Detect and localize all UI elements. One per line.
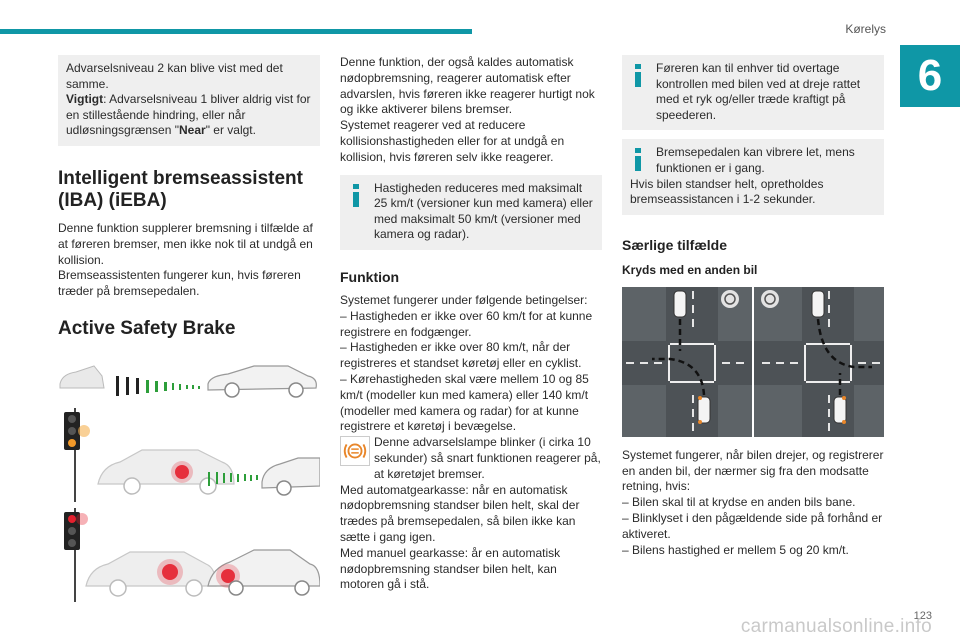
heading-active-safety-brake: Active Safety Brake [58, 317, 236, 339]
brake-warning-icon [340, 436, 370, 467]
info-box-override: Føreren kan til enhver tid overtage kont… [622, 55, 884, 131]
info-icon [635, 64, 641, 87]
column-right: Føreren kan til enhver tid overtage kont… [622, 55, 884, 558]
steering-wheel-icon [721, 289, 779, 308]
heading-kryds: Kryds med en anden bil [622, 262, 758, 277]
page-number: 123 [913, 610, 932, 622]
crossing-item-1: – Bilen skal til at krydse en anden bils… [622, 495, 856, 510]
illustration-intersection [622, 286, 884, 437]
crossing-item-3: – Bilens hastighed er mellem 5 og 20 km/… [622, 542, 849, 557]
column-left: Advarselsniveau 2 kan blive vist med det… [58, 55, 320, 602]
top-accent-bar [0, 29, 472, 34]
note-box: Advarselsniveau 2 kan blive vist med det… [58, 55, 320, 146]
iba-paragraph-1: Denne funktion supplerer bremsning i til… [58, 220, 313, 267]
car-icon [59, 365, 317, 398]
heading-iba: Intelligent bremseassistent (IBA) (iEBA) [58, 167, 303, 211]
info-icon [635, 148, 641, 172]
chapter-number: 6 [900, 45, 960, 107]
info-box-speed: Hastigheden reduceres med maksimalt 25 k… [340, 174, 602, 250]
info-icon [353, 183, 359, 207]
illustration-emergency-brake [58, 506, 320, 602]
illustration-distance-warning [58, 354, 320, 402]
watermark: carmanualsonline.info [740, 616, 932, 637]
warning-lamp-row: Denne advarselslampe blinker (i cirka 10… [340, 435, 602, 482]
aeb-paragraph-1: Denne funktion, der også kaldes automati… [340, 55, 595, 117]
section-title: Kørelys [845, 22, 886, 36]
funktion-item-2: – Hastigheden er ikke over 80 km/t, når … [340, 340, 582, 371]
funktion-item-1: – Hastigheden er ikke over 60 km/t for a… [340, 308, 593, 339]
column-middle: Denne funktion, der også kaldes automati… [340, 55, 602, 593]
funktion-item-3: – Kørehastigheden skal være mellem 10 og… [340, 371, 589, 434]
manual-gearbox-text: Med manuel gearkasse: år en automatisk n… [340, 545, 561, 592]
info-box-vibration: Bremsepedalen kan vibrere let, mens funk… [622, 139, 884, 215]
aeb-paragraph-2: Systemet reagerer ved at reducere kollis… [340, 118, 565, 164]
crossing-intro: Systemet fungerer, når bilen drejer, og … [622, 447, 884, 494]
traffic-light-icon [64, 407, 90, 502]
funktion-intro: Systemet fungerer under følgende betinge… [340, 292, 588, 307]
heading-funktion: Funktion [340, 268, 400, 285]
automatic-gearbox-text: Med automatgearkasse: når en automatisk … [340, 482, 580, 544]
crossing-item-2: – Blinklyset i den pågældende side på fo… [622, 510, 883, 541]
iba-paragraph-2: Bremseassistenten fungerer kun, hvis før… [58, 268, 301, 299]
heading-saerlige: Særlige tilfælde [622, 236, 728, 253]
illustration-traffic-light [58, 406, 320, 502]
